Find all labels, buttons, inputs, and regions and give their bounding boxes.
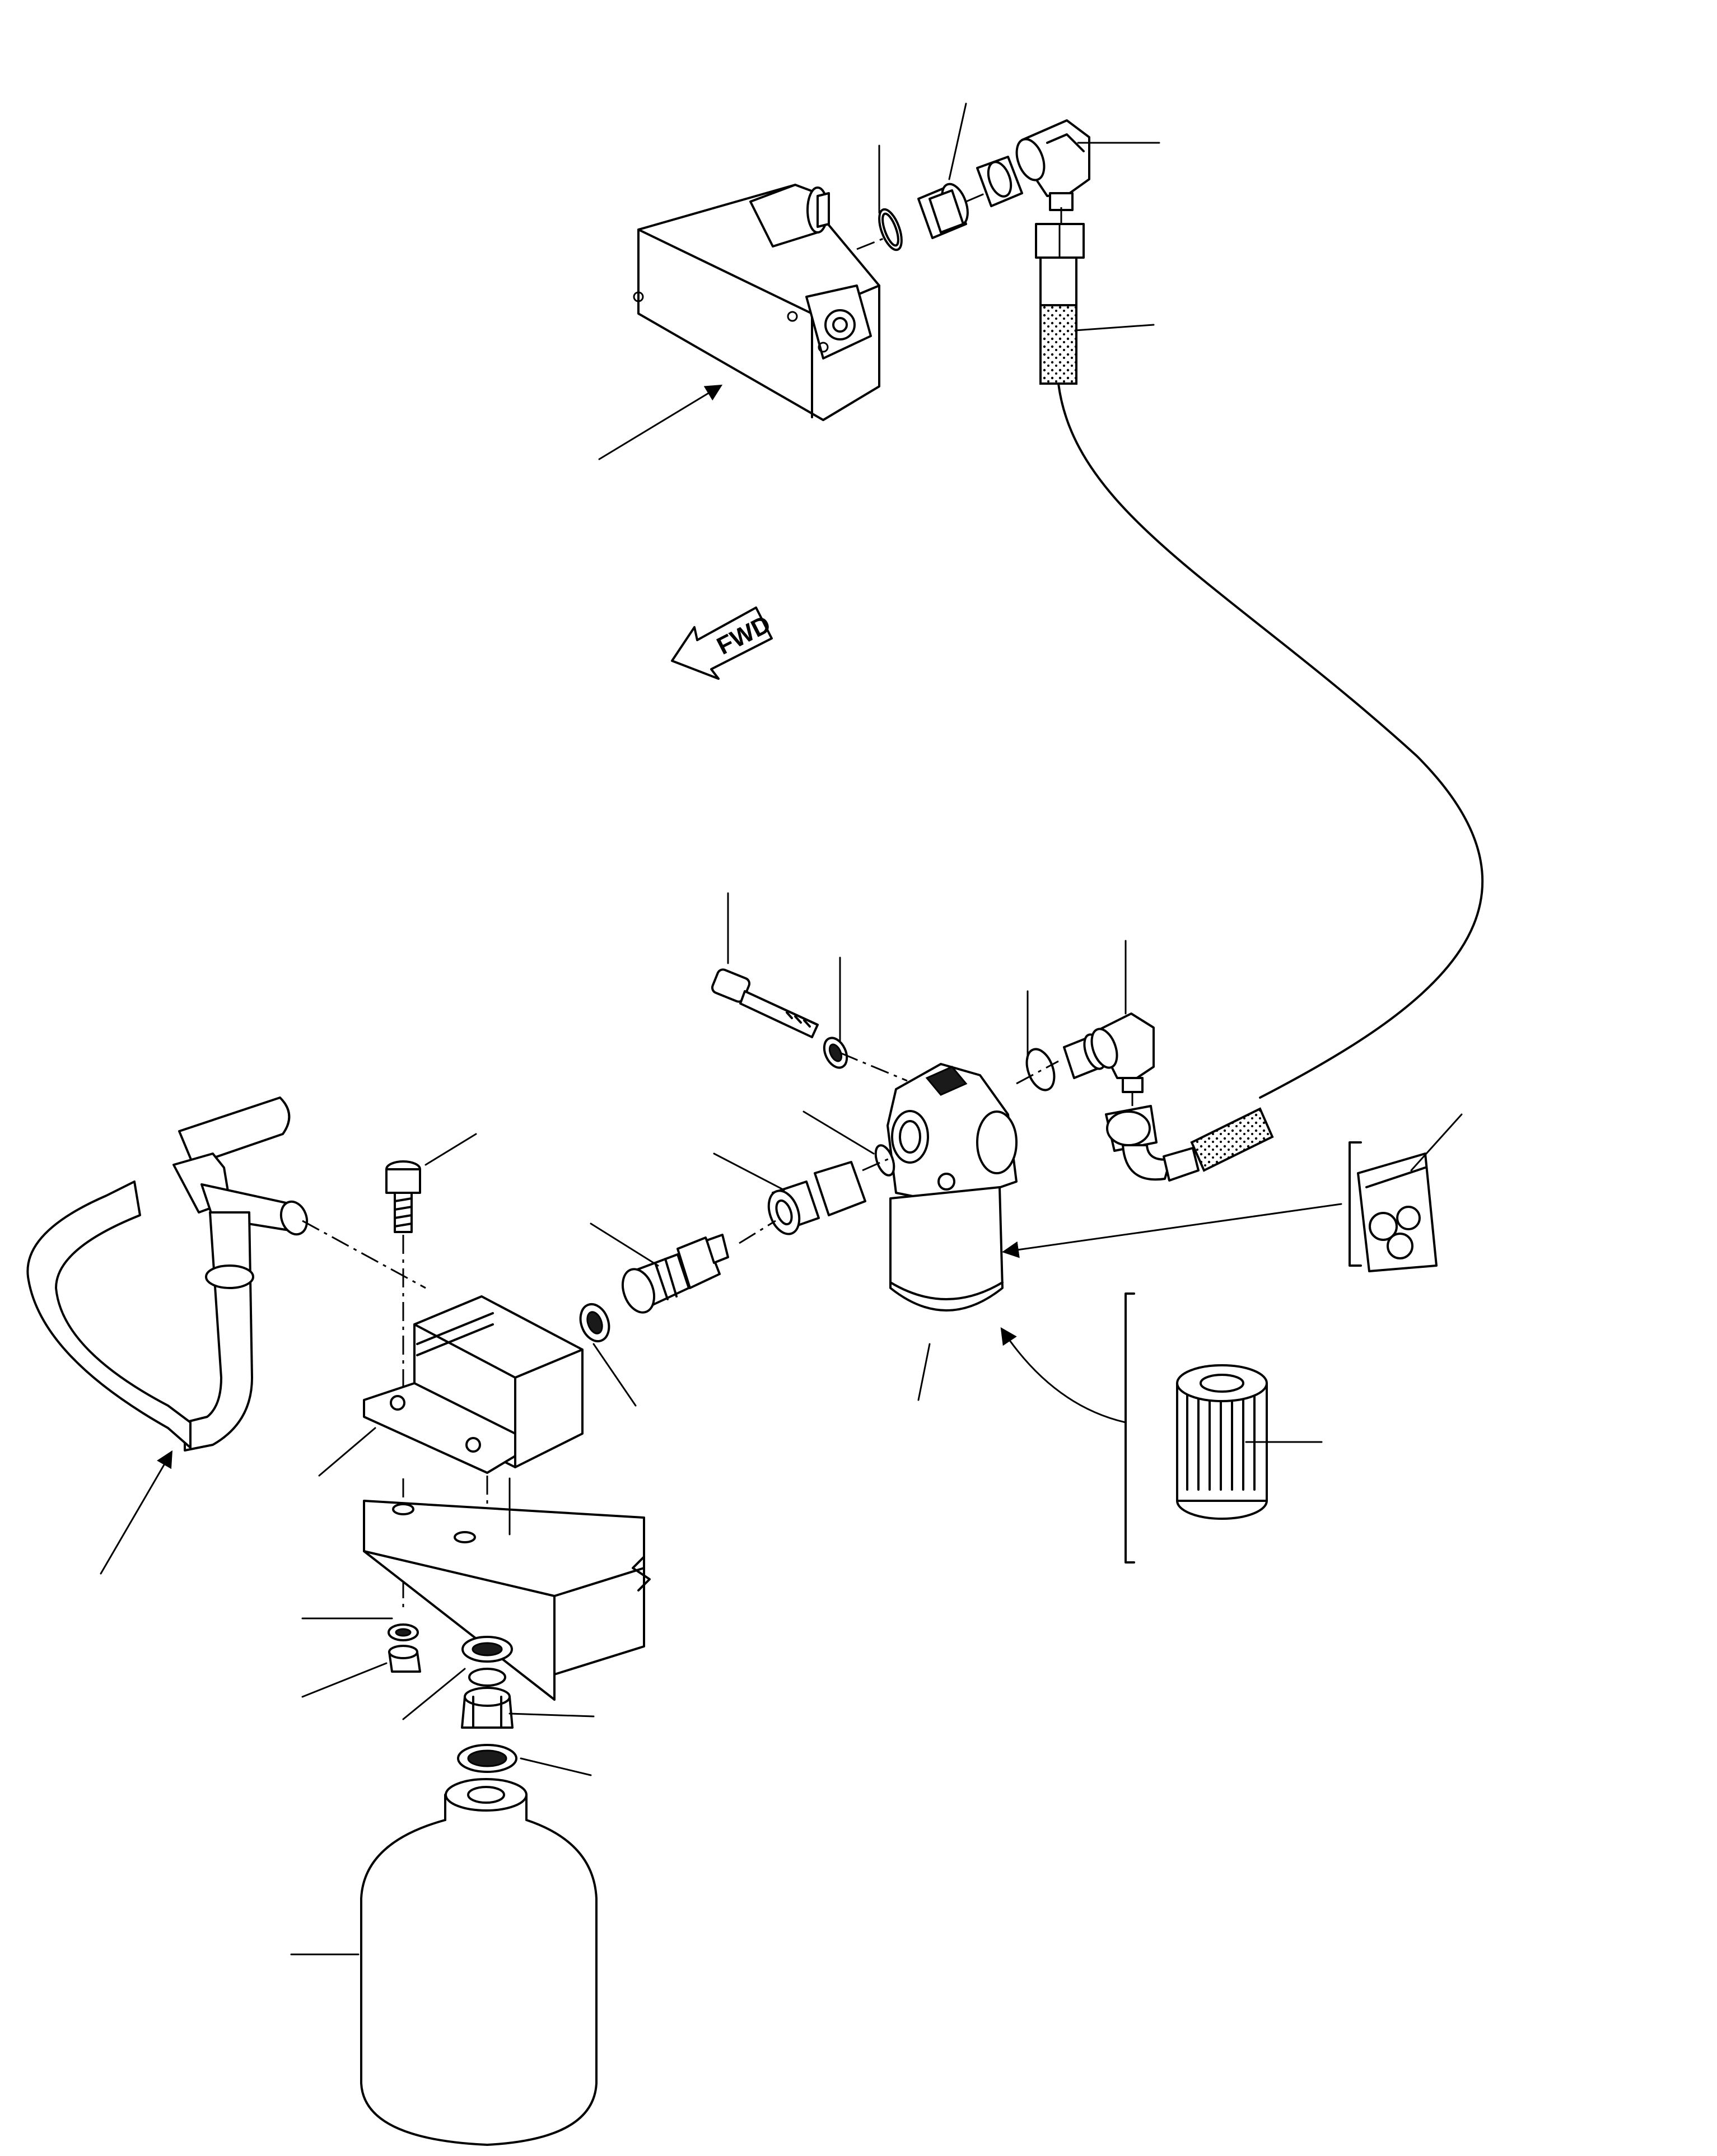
frame-member <box>363 1500 651 1701</box>
hose-end-filter <box>1122 1107 1274 1182</box>
filter-service-kit-icon <box>1349 1141 1438 1272</box>
nut-hose-top <box>1035 223 1085 259</box>
hose-end-top <box>1039 256 1077 385</box>
leader-service-kit <box>1002 1203 1342 1258</box>
adapter-accumulator <box>461 1668 514 1729</box>
leader-tee-hose <box>100 1450 173 1575</box>
o-ring-top <box>878 208 903 251</box>
mounting-bracket <box>363 1382 516 1474</box>
o-ring-switch <box>579 1303 610 1342</box>
hose-line <box>1057 382 1484 1099</box>
washer-bolt <box>823 1037 848 1069</box>
washer-bottom-left <box>388 1623 419 1641</box>
leader-valve-block <box>598 384 723 460</box>
filter-head <box>887 1063 1018 1205</box>
valve-block <box>633 184 880 421</box>
elbow-fitting-top <box>1015 119 1090 211</box>
filter-bowl <box>889 1186 1004 1312</box>
elbow-fitting-filter <box>1090 1012 1155 1093</box>
nut-top <box>976 156 1023 207</box>
o-ring-accumulator <box>457 1744 517 1773</box>
tee-fitting-hoses <box>26 1096 309 1452</box>
callout-leaders <box>290 102 1463 1956</box>
accumulator <box>360 1778 598 2146</box>
nut-filter-hose <box>1105 1105 1158 1152</box>
bolt-bracket <box>385 1160 421 1233</box>
fwd-direction-arrow: FWD <box>671 606 775 680</box>
bolt-long <box>711 968 819 1038</box>
leader-filter-element <box>1000 1327 1127 1424</box>
nut-bottom-left <box>388 1645 421 1673</box>
washer-accumulator-top <box>461 1636 513 1663</box>
adapter-fitting-top <box>917 183 986 239</box>
pressure-switch <box>621 1234 729 1314</box>
filter-element-icon <box>1125 1292 1268 1564</box>
check-valve-fitting <box>767 1161 866 1235</box>
